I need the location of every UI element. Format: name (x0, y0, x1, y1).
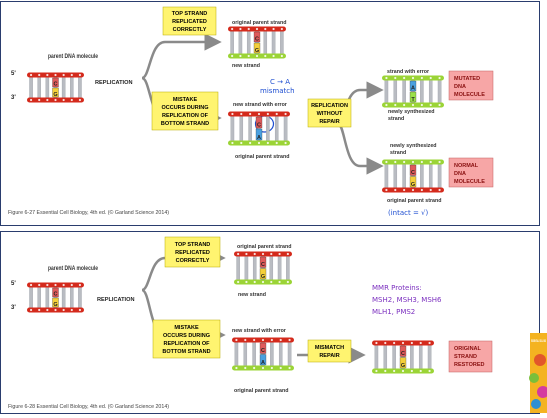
top-strand-box-l2: REPLICATED (172, 19, 207, 25)
dna-top-correct-1-base-top: C (255, 37, 259, 43)
mistake-box2-l4: BOTTOM STRAND (162, 349, 210, 355)
top-strand-box-l3: CORRECTLY (173, 27, 207, 33)
dna-parent-2-base-bottom: G (53, 302, 57, 308)
mistake-box2-l2: OCCURS DURING (163, 333, 210, 339)
newly-synth-label-b1: newly synthesized (390, 143, 437, 149)
dna-top-correct-1: CG (228, 26, 286, 59)
book-cover-thumbnail: ESSENTIAL CELL BIO (529, 333, 547, 413)
dna-top-correct-2: CG (234, 251, 292, 285)
dna-restored-2-base-top: C (401, 351, 405, 357)
new-strand-label-2: new strand (238, 292, 266, 298)
panel1-labels: parent DNA molecule 5' 3' REPLICATION or… (8, 20, 441, 216)
mistake-box-l1: MISTAKE (173, 97, 198, 103)
mistake-box2-l1: MISTAKE (174, 325, 199, 331)
replication-label-2: REPLICATION (97, 297, 135, 303)
mmr-note-l1: MMR Proteins: (372, 284, 422, 292)
restored-box-l3: RESTORED (454, 362, 484, 368)
top-strand-box2-l1: TOP STRAND (175, 242, 211, 248)
dna-restored-2: CG (372, 340, 434, 374)
dna-parent-2: CG (27, 282, 84, 313)
dna-parent-2-base-top: C (54, 292, 58, 298)
dna-normal-1-base-top: C (411, 170, 415, 176)
dna-top-correct-2-base-top: C (261, 262, 265, 268)
mutated-box-l1: MUTATED (454, 76, 480, 82)
annotation-mismatch: mismatch (260, 87, 295, 95)
dna-error-1: CA (228, 111, 290, 146)
restored-box-l1: ORIGINAL (454, 346, 482, 352)
mutated-box-l3: MOLECULE (454, 92, 485, 98)
dna-normal-1: CG (382, 159, 444, 193)
dna-mutated-1: AT (382, 75, 444, 108)
newly-synth-label-a1: newly synthesized (388, 109, 435, 115)
top-strand-box-l1: TOP STRAND (172, 11, 208, 17)
strand-with-error-label: strand with error (387, 69, 429, 75)
mismatch-repair-l2: REPAIR (319, 353, 339, 359)
mistake-box2-l3: REPLICATION OF (163, 341, 210, 347)
dna-top-correct-1-base-bottom: G (255, 48, 259, 54)
top-strand-box2-l2: REPLICATED (175, 250, 210, 256)
mutated-box-l2: DNA (454, 84, 466, 90)
panel2-labels: parent DNA molecule 5' 3' REPLICATION or… (8, 244, 291, 410)
mmr-note-l3: MLH1, PMS2 (372, 308, 415, 316)
parent-dna-label-1: parent DNA molecule (48, 54, 99, 60)
normal-box-l3: MOLECULE (454, 179, 485, 185)
dna-mutated-1-base-top: A (411, 86, 415, 92)
dna-error-2-base-bottom: A (261, 360, 265, 366)
dna-parent-1: CG (27, 72, 84, 103)
rep-without-repair-l2: WITHOUT (317, 111, 343, 117)
caption-6-27: Figure 6-27 Essential Cell Biology, 4th … (8, 209, 169, 216)
panel1-boxes: TOP STRAND REPLICATED CORRECTLY MISTAKE … (151, 6, 494, 188)
dna-error-1-base-top: C (257, 123, 261, 129)
three-prime-1: 3' (11, 95, 16, 101)
new-strand-with-error-label-1: new strand with error (233, 102, 287, 108)
rep-without-repair-l1: REPLICATION (311, 103, 348, 109)
mismatch-repair-l1: MISMATCH (315, 345, 344, 351)
new-strand-label-1: new strand (232, 63, 260, 69)
rep-without-repair-l3: REPAIR (319, 119, 339, 125)
dna-parent-1-base-bottom: G (53, 92, 57, 98)
original-parent-strand-label-1a: original parent strand (232, 20, 286, 26)
original-parent-strand-label-2a: original parent strand (237, 244, 291, 250)
panel2-boxes: TOP STRAND REPLICATED CORRECTLY MISTAKE … (152, 236, 493, 373)
annotation-c-to-a: C → A (270, 78, 290, 86)
normal-box-l2: DNA (454, 171, 466, 177)
original-parent-strand-label-1c: original parent strand (387, 198, 441, 204)
original-parent-strand-label-2b: original parent strand (234, 388, 288, 394)
dna-mutated-1-base-bottom: T (411, 97, 415, 103)
annotation-intact: (intact = √) (388, 209, 429, 217)
newly-synth-label-a2: strand (388, 116, 404, 122)
dna-error-2-base-top: C (261, 348, 265, 354)
mmr-note-l2: MSH2, MSH3, MSH6 (372, 296, 442, 304)
new-strand-with-error-label-2: new strand with error (232, 328, 286, 334)
top-strand-box2-l3: CORRECTLY (176, 258, 210, 264)
five-prime-1: 5' (11, 71, 16, 77)
dna-restored-2-base-bottom: G (401, 363, 405, 369)
newly-synth-label-b2: strand (390, 150, 406, 156)
mistake-box-l3: REPLICATION OF (162, 113, 209, 119)
normal-box-l1: NORMAL (454, 163, 479, 169)
dna-error-1-base-bottom: A (257, 135, 261, 141)
restored-box-l2: STRAND (454, 354, 477, 360)
dna-error-2: CA (232, 337, 294, 371)
original-parent-strand-label-1b: original parent strand (235, 154, 289, 160)
three-prime-2: 3' (11, 305, 16, 311)
book-cover-title: ESSENTIAL CELL BIO (531, 338, 546, 343)
five-prime-2: 5' (11, 281, 16, 287)
dna-parent-1-base-top: C (54, 82, 58, 88)
mistake-box-l2: OCCURS DURING (161, 105, 208, 111)
replication-label-1: REPLICATION (95, 80, 133, 86)
dna-normal-1-base-bottom: G (411, 182, 415, 188)
dna-top-correct-2-base-bottom: G (261, 274, 265, 280)
mmr-proteins-note: MMR Proteins: MSH2, MSH3, MSH6 MLH1, PMS… (372, 284, 442, 316)
caption-6-28: Figure 6-28 Essential Cell Biology, 4th … (8, 403, 169, 410)
parent-dna-label-2: parent DNA molecule (48, 266, 99, 272)
mistake-box-l4: BOTTOM STRAND (161, 121, 209, 127)
